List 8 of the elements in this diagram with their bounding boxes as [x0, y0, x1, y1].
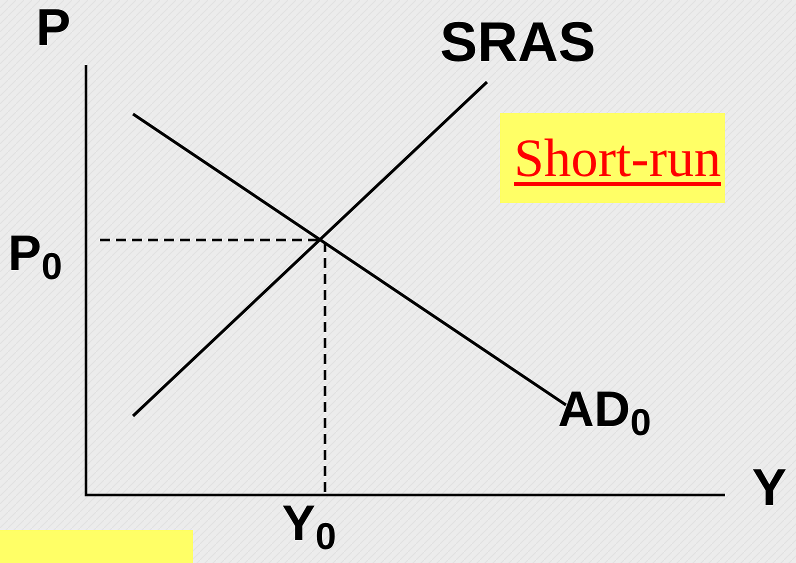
curve-label: AD$_{0}$ [558, 384, 652, 434]
title-banner: Short-run [500, 113, 725, 203]
axis-label: P$_{0}$ [8, 228, 62, 278]
axis-label: Y$_{0}$ [282, 498, 336, 548]
axis-label: P [36, 2, 71, 54]
curve-label: SRAS [440, 14, 596, 70]
axis-label: Y [752, 462, 787, 514]
note-banner [0, 530, 193, 563]
